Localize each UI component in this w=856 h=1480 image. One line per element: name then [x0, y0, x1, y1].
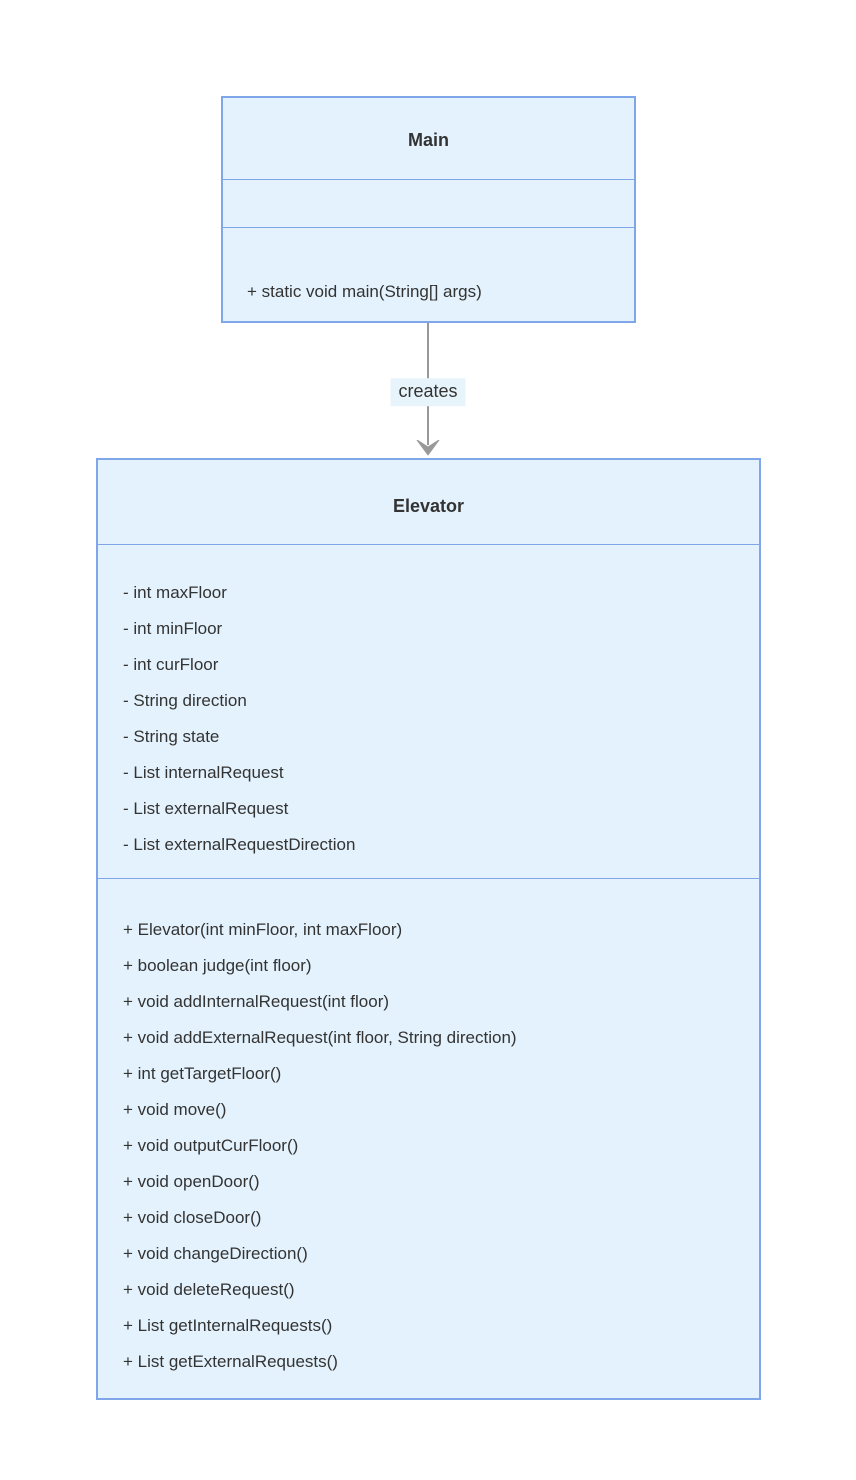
- method-row: + void closeDoor(): [123, 1208, 262, 1227]
- attribute-row: - String direction: [123, 691, 247, 710]
- method-row: + void addInternalRequest(int floor): [123, 992, 390, 1011]
- class-attributes-main: [223, 180, 634, 228]
- class-methods-elevator: + Elevator(int minFloor, int maxFloor) + …: [98, 879, 759, 1398]
- method-row: + Elevator(int minFloor, int maxFloor): [123, 920, 403, 939]
- method-row: + void openDoor(): [123, 1172, 260, 1191]
- edge-arrowhead-icon: [416, 440, 440, 456]
- method-row: + void deleteRequest(): [123, 1280, 295, 1299]
- attribute-row: - int maxFloor: [123, 583, 227, 602]
- method-row: + boolean judge(int floor): [123, 956, 312, 975]
- method-row: + int getTargetFloor(): [123, 1064, 282, 1083]
- method-row: + void outputCurFloor(): [123, 1136, 299, 1155]
- edge-label: creates: [390, 378, 466, 406]
- class-title-elevator: Elevator: [98, 460, 759, 545]
- method-row: + List getInternalRequests(): [123, 1316, 333, 1335]
- class-node-elevator: Elevator - int maxFloor- int minFloor- i…: [96, 458, 761, 1400]
- method-row: + static void main(String[] args): [247, 282, 482, 301]
- class-attributes-elevator: - int maxFloor - int minFloor - int curFlo…: [98, 545, 759, 879]
- attribute-row: - List externalRequest: [123, 799, 289, 818]
- attribute-row: - int curFloor: [123, 655, 219, 674]
- method-row: + void move(): [123, 1100, 227, 1119]
- attribute-row: - int minFloor: [123, 619, 223, 638]
- class-node-main: Main + static void main(String[] args): [221, 96, 636, 323]
- class-methods-main: + static void main(String[] args): [223, 228, 634, 321]
- attribute-row: - List externalRequestDirection: [123, 835, 356, 854]
- method-row: + void changeDirection(): [123, 1244, 308, 1263]
- method-row: + List getExternalRequests(): [123, 1352, 338, 1371]
- method-row: + void addExternalRequest(int floor, Str…: [123, 1028, 517, 1047]
- attribute-row: - String state: [123, 727, 220, 746]
- class-title-main: Main: [223, 98, 634, 180]
- attribute-row: - List internalRequest: [123, 763, 284, 782]
